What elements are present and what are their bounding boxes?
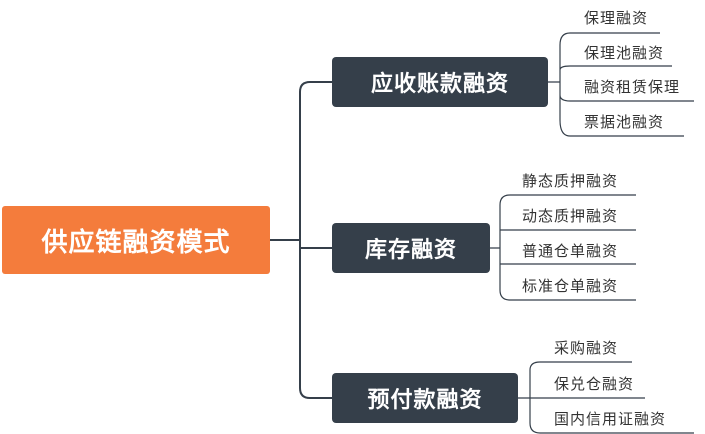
branch-inventory: 库存融资: [332, 223, 490, 273]
root-node: 供应链融资模式: [2, 206, 270, 274]
leaf-domestic-letter-of-credit: 国内信用证融资: [554, 410, 667, 428]
leaf-standard-warehouse-receipt: 标准仓单融资: [522, 277, 619, 295]
connector-branch-1: [548, 32, 694, 137]
leaf-bill-pool: 票据池融资: [584, 113, 665, 131]
branch-accounts-receivable: 应收账款融资: [332, 57, 548, 107]
connector-trunk: [299, 81, 332, 399]
leaf-dynamic-pledge: 动态质押融资: [522, 207, 619, 225]
leaf-factoring-pool: 保理池融资: [584, 44, 665, 62]
connector-branch-3: [518, 361, 694, 434]
leaf-leasing-factoring: 融资租赁保理: [584, 78, 681, 96]
leaf-static-pledge: 静态质押融资: [522, 172, 619, 190]
branch-prepayment: 预付款融资: [332, 373, 518, 423]
leaf-procurement: 采购融资: [554, 339, 619, 357]
leaf-ordinary-warehouse-receipt: 普通仓单融资: [522, 242, 619, 260]
connector-branch-2: [490, 194, 636, 301]
leaf-factoring: 保理融资: [584, 9, 649, 27]
leaf-confirmed-warehouse: 保兑仓融资: [554, 375, 635, 393]
